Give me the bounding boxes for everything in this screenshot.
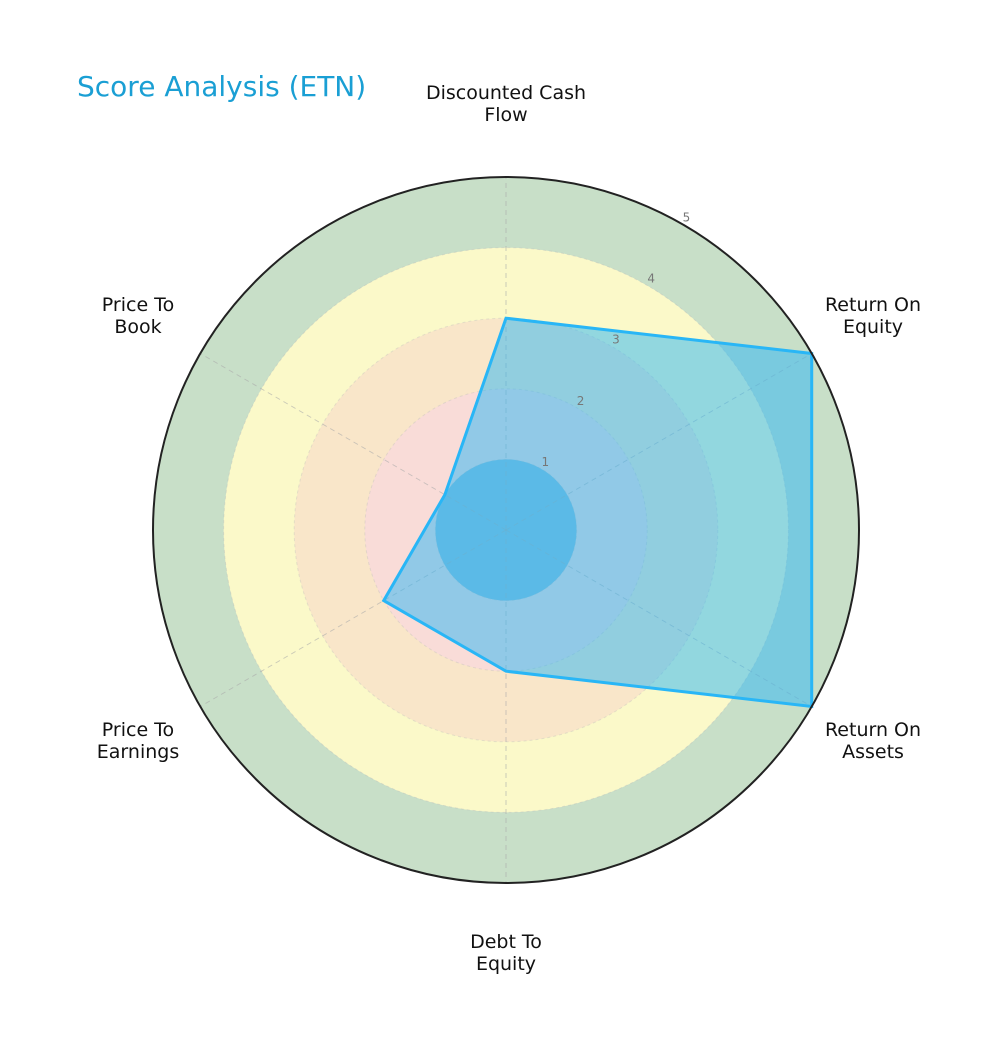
axis-label-return-on-assets: Return On Assets	[824, 719, 922, 763]
chart-title: Score Analysis (ETN)	[77, 70, 367, 103]
radial-tick-label: 5	[683, 210, 691, 224]
radial-tick-label: 3	[612, 333, 620, 347]
radial-tick-label: 4	[647, 272, 655, 286]
axis-label-debt-to-equity: Debt To Equity	[470, 931, 542, 975]
radial-tick-label: 2	[577, 394, 585, 408]
axis-label-discounted-cash-flow: Discounted Cash Flow	[425, 82, 587, 126]
axis-label-price-to-book: Price To Book	[101, 294, 175, 338]
axis-label-price-to-earnings: Price To Earnings	[96, 719, 180, 763]
outer-ring	[152, 176, 860, 884]
axis-label-return-on-equity: Return On Equity	[824, 294, 922, 338]
radial-tick-labels: 1 2 3 4 5	[541, 210, 690, 469]
radial-tick-label: 1	[541, 455, 549, 469]
